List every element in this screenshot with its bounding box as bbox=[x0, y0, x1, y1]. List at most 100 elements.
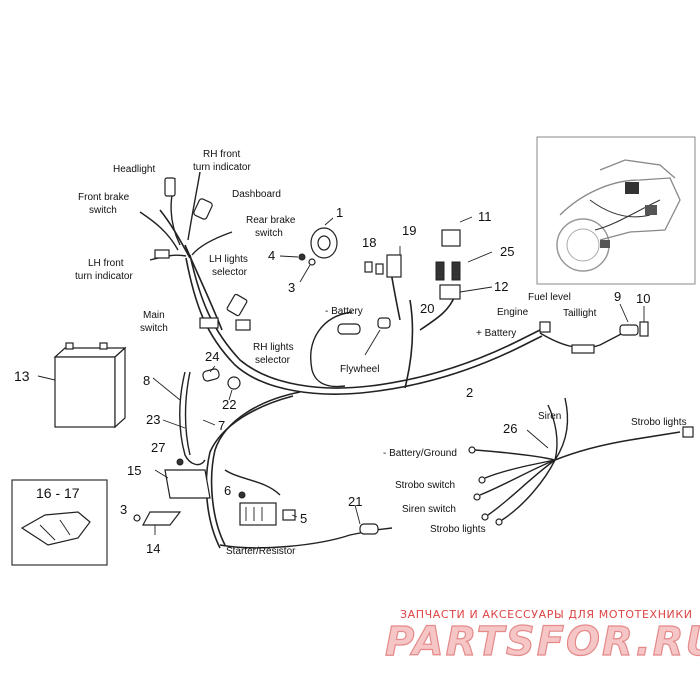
label-taillight: Taillight bbox=[563, 308, 597, 319]
part-number-27: 27 bbox=[151, 440, 165, 455]
screw-27 bbox=[176, 458, 184, 466]
label-strobo-switch: Strobo switch bbox=[395, 480, 455, 491]
tail-connectors bbox=[539, 303, 649, 354]
relay-11 bbox=[441, 229, 461, 247]
screw-6 bbox=[238, 491, 246, 499]
screw-3 bbox=[308, 258, 316, 266]
label-plus-battery: + Battery bbox=[476, 328, 516, 339]
label-flywheel: Flywheel bbox=[340, 364, 379, 375]
bracket-14 bbox=[141, 511, 182, 526]
coil-15 bbox=[164, 469, 211, 499]
watermark: ЗАПЧАСТИ И АКСЕССУАРЫ ДЛЯ МОТОТЕХНИКИ PA… bbox=[384, 608, 700, 666]
accessory-harness-26 bbox=[468, 397, 694, 526]
relay-fuse-cluster bbox=[364, 216, 493, 300]
label-main-switch-1: Main bbox=[143, 310, 165, 321]
watermark-brand: PARTSFOR.RU bbox=[385, 619, 700, 665]
starter-cable-21 bbox=[219, 504, 393, 549]
part-number-19: 19 bbox=[402, 223, 416, 238]
label-siren: Siren bbox=[538, 411, 561, 422]
handlebar-leads bbox=[139, 171, 251, 331]
part-number-15: 15 bbox=[127, 463, 141, 478]
part-number-3b: 3 bbox=[120, 502, 127, 517]
part-number-12: 12 bbox=[494, 279, 508, 294]
label-lh-front-turn-2: turn indicator bbox=[75, 271, 133, 282]
part-number-18: 18 bbox=[362, 235, 376, 250]
connector-25b bbox=[451, 261, 461, 281]
part-number-14: 14 bbox=[146, 541, 160, 556]
part-number-22: 22 bbox=[222, 397, 236, 412]
part-numbers: 1 2 3 3 4 5 6 7 8 9 10 11 12 13 14 15 16… bbox=[14, 205, 650, 556]
starter-connector bbox=[359, 523, 379, 535]
part-number-3a: 3 bbox=[288, 280, 295, 295]
horn-assembly bbox=[279, 217, 338, 283]
label-lh-lights-1: LH lights bbox=[209, 254, 248, 265]
connector-9 bbox=[619, 324, 639, 336]
part-number-13: 13 bbox=[14, 368, 30, 384]
label-minus-battery: - Battery bbox=[325, 306, 363, 317]
regulator-region bbox=[224, 469, 298, 526]
label-headlight: Headlight bbox=[113, 164, 155, 175]
label-rear-brake-2: switch bbox=[255, 228, 283, 239]
watermark-tagline: ЗАПЧАСТИ И АКСЕССУАРЫ ДЛЯ МОТОТЕХНИКИ bbox=[400, 608, 693, 621]
part-number-24: 24 bbox=[205, 349, 219, 364]
part-number-21: 21 bbox=[348, 494, 362, 509]
inset-16-17 bbox=[11, 479, 108, 566]
regulator-connector bbox=[282, 509, 296, 521]
connector-25a bbox=[435, 261, 445, 281]
label-fuel-level: Fuel level bbox=[528, 292, 571, 303]
part-number-25: 25 bbox=[500, 244, 514, 259]
callout-labels: Headlight RH front turn indicator Dashbo… bbox=[75, 149, 687, 557]
screw-4 bbox=[298, 253, 306, 261]
dashboard-connector bbox=[193, 198, 213, 220]
label-lh-front-turn-1: LH front bbox=[88, 258, 124, 269]
label-rear-brake-1: Rear brake bbox=[246, 215, 296, 226]
part-number-10: 10 bbox=[636, 291, 650, 306]
part-number-5: 5 bbox=[300, 511, 307, 526]
part-number-8: 8 bbox=[143, 373, 150, 388]
connector-10 bbox=[639, 321, 649, 337]
cable-24 bbox=[202, 368, 220, 382]
clip-16-17 bbox=[20, 511, 91, 546]
label-dashboard: Dashboard bbox=[232, 189, 281, 200]
ignition-region bbox=[133, 365, 241, 535]
part-number-2: 2 bbox=[466, 385, 473, 400]
lh-turn-connector bbox=[154, 249, 170, 259]
label-battery-ground: - Battery/Ground bbox=[383, 448, 457, 459]
label-strobo-lights-bottom: Strobo lights bbox=[430, 524, 486, 535]
label-rh-lights-1: RH lights bbox=[253, 342, 294, 353]
taillight-connector bbox=[571, 344, 595, 354]
part-number-20: 20 bbox=[420, 301, 434, 316]
motorcycle-thumbnail bbox=[536, 136, 696, 285]
part-number-1: 1 bbox=[336, 205, 343, 220]
label-rh-lights-2: selector bbox=[255, 355, 291, 366]
strobo-lights-right-plug bbox=[682, 426, 694, 438]
fuse-box-12 bbox=[439, 284, 461, 300]
fuse-18a bbox=[364, 261, 373, 273]
screw-3b bbox=[133, 514, 141, 522]
part-number-23: 23 bbox=[146, 412, 160, 427]
fuse-18b bbox=[375, 263, 384, 275]
part-number-6: 6 bbox=[224, 483, 231, 498]
main-switch-connector bbox=[199, 317, 219, 329]
part-number-11: 11 bbox=[478, 209, 492, 224]
label-starter-resistor: Starter/Resistor bbox=[226, 546, 296, 557]
part-number-7: 7 bbox=[218, 418, 225, 433]
label-lh-lights-2: selector bbox=[212, 267, 248, 278]
part-number-9: 9 bbox=[614, 289, 621, 304]
label-siren-switch: Siren switch bbox=[402, 504, 456, 515]
flywheel-connector bbox=[337, 317, 391, 356]
part-number-16-17: 16 - 17 bbox=[36, 485, 80, 501]
battery-13 bbox=[37, 342, 127, 429]
label-rh-front-turn-1: RH front bbox=[203, 149, 240, 160]
label-main-switch-2: switch bbox=[140, 323, 168, 334]
part-number-4: 4 bbox=[268, 248, 275, 263]
flywheel-plug bbox=[337, 323, 361, 335]
label-strobo-lights-right: Strobo lights bbox=[631, 417, 687, 428]
regulator-5 bbox=[239, 502, 277, 526]
part-number-26: 26 bbox=[503, 421, 517, 436]
label-engine: Engine bbox=[497, 307, 529, 318]
fuel-level-connector bbox=[539, 321, 551, 333]
cap-22 bbox=[227, 376, 241, 390]
label-front-brake-1: Front brake bbox=[78, 192, 130, 203]
